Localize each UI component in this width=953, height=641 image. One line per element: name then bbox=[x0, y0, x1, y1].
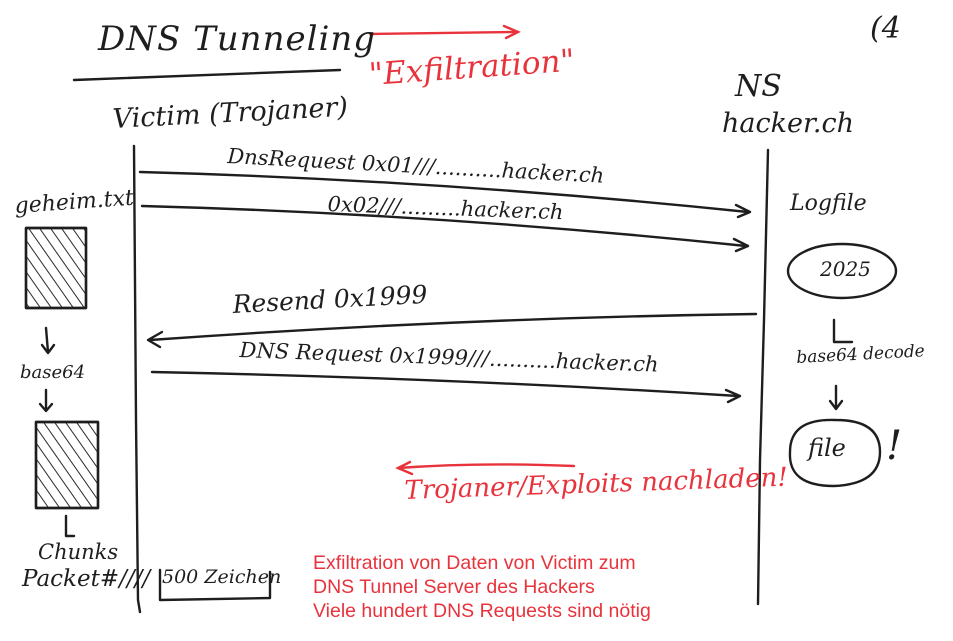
red-arrow-top bbox=[368, 30, 518, 36]
logfile-label: Logfile bbox=[790, 191, 867, 216]
encode-label: base64 bbox=[20, 362, 86, 383]
diagram-title: DNS Tunneling bbox=[98, 19, 377, 59]
red-arrow-reload bbox=[396, 463, 576, 470]
down-arrow-icon bbox=[44, 326, 50, 354]
encoded-file-icon bbox=[34, 420, 100, 510]
exclamation-mark: ! bbox=[886, 423, 903, 469]
file-icon bbox=[24, 226, 88, 310]
message-arrow-2 bbox=[140, 204, 748, 248]
caption-line-1: Exfiltration von Daten von Victim zum bbox=[313, 552, 636, 574]
chunk-size-label: 500 Zeichen bbox=[162, 566, 282, 588]
server-file-label: file bbox=[808, 434, 846, 462]
caption-line-3: Viele hundert DNS Requests sind nötig bbox=[313, 600, 651, 622]
page-number: (4 bbox=[870, 11, 901, 46]
message-arrow-1 bbox=[138, 170, 750, 214]
packet-label: Packet#//// bbox=[22, 566, 151, 592]
file-circle bbox=[788, 418, 882, 488]
server-label: NS bbox=[735, 69, 782, 104]
caption: Exfiltration von Daten von Victim zum DN… bbox=[313, 551, 651, 623]
message-arrow-4 bbox=[150, 370, 740, 398]
caption-line-2: DNS Tunnel Server des Hackers bbox=[313, 576, 595, 598]
resend-arrow bbox=[148, 312, 758, 342]
server-domain: hacker.ch bbox=[722, 108, 854, 139]
year-oval bbox=[786, 242, 898, 300]
chunks-label: Chunks bbox=[38, 540, 119, 564]
year-label: 2025 bbox=[820, 257, 871, 281]
title-underline bbox=[72, 68, 342, 82]
server-lifeline bbox=[756, 148, 770, 606]
victim-lifeline bbox=[132, 144, 142, 614]
chunk-bracket bbox=[158, 568, 272, 602]
